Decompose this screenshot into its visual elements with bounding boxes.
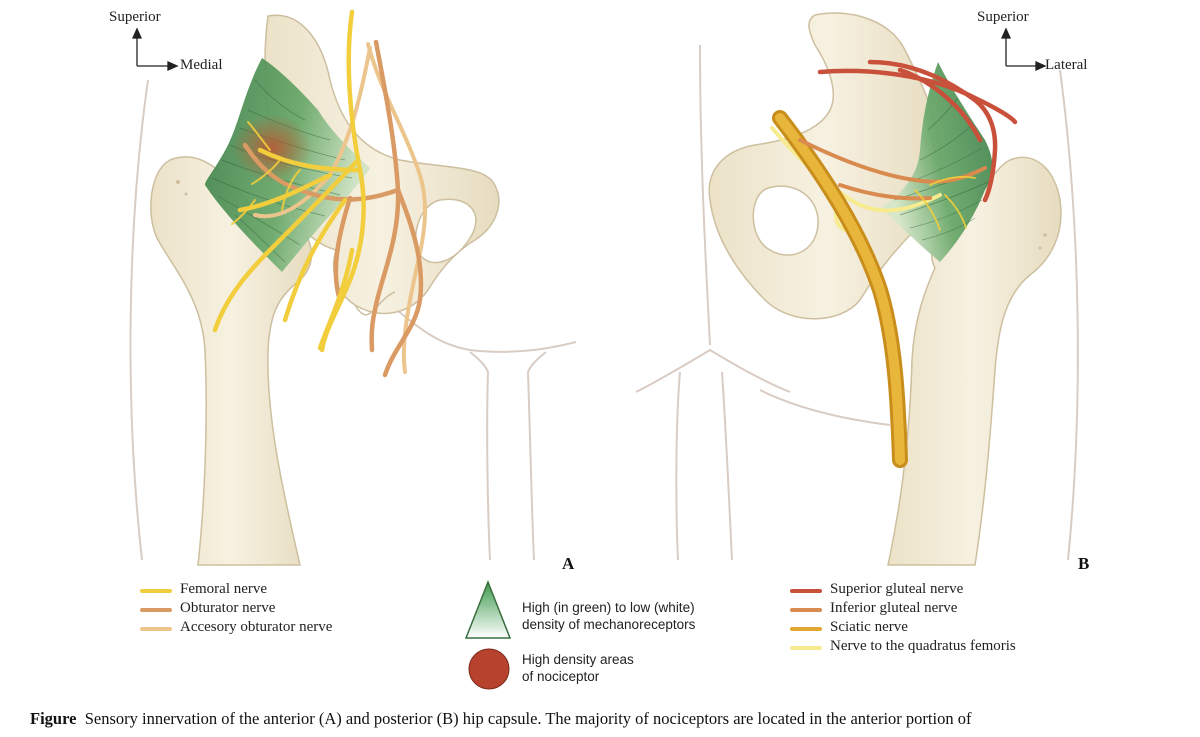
caption-text: Sensory innervation of the anterior (A) … — [84, 709, 972, 728]
femoral-nerve-swatch — [140, 589, 172, 593]
legend-panel-b: Superior gluteal nerve Inferior gluteal … — [790, 581, 1090, 657]
accessory-obturator-nerve-swatch — [140, 627, 172, 631]
superior-gluteal-nerve-swatch — [790, 589, 822, 593]
panel-b-letter: B — [1078, 554, 1090, 573]
orientation-arrows-b — [1000, 27, 1047, 72]
obturator-nerve-swatch — [140, 608, 172, 612]
nociceptor-legend-line1: High density areas — [522, 652, 634, 667]
sciatic-nerve-swatch — [790, 627, 822, 631]
legend-item-accessory-obturator-nerve: Accesory obturator nerve — [140, 619, 400, 638]
legend-label: Sciatic nerve — [830, 619, 908, 635]
density-legend-line1: High (in green) to low (white) — [522, 600, 695, 615]
nociceptor-circle — [468, 648, 510, 690]
legend-item-sciatic-nerve: Sciatic nerve — [790, 619, 1090, 638]
legend-item-superior-gluteal-nerve: Superior gluteal nerve — [790, 581, 1090, 600]
panel-b-superior-label: Superior — [977, 9, 1029, 25]
inferior-gluteal-nerve-swatch — [790, 608, 822, 612]
orientation-arrows-a — [131, 27, 179, 72]
legend-label: Accesory obturator nerve — [180, 619, 333, 635]
panel-b-illustration — [635, 12, 1079, 566]
legend-label: Inferior gluteal nerve — [830, 600, 958, 616]
legend-label: Nerve to the quadratus femoris — [830, 638, 1016, 654]
quadratus-femoris-nerve-swatch — [790, 646, 822, 650]
density-gradient-triangle — [464, 579, 512, 639]
panel-a-letter: A — [562, 554, 575, 573]
caption-label: Figure — [30, 709, 77, 728]
panel-a-medial-label: Medial — [180, 57, 223, 73]
panel-a-illustration — [129, 9, 577, 566]
figure-caption: Figure Sensory innervation of the anteri… — [30, 709, 971, 729]
legend-item-obturator-nerve: Obturator nerve — [140, 600, 400, 619]
legend-panel-a: Femoral nerve Obturator nerve Accesory o… — [140, 581, 400, 638]
legend-label: Superior gluteal nerve — [830, 581, 964, 597]
legend-label: Obturator nerve — [180, 600, 276, 616]
legend-item-femoral-nerve: Femoral nerve — [140, 581, 400, 600]
panel-b-lateral-label: Lateral — [1045, 57, 1088, 73]
panel-a-superior-label: Superior — [109, 9, 161, 25]
density-legend-line2: density of mechanoreceptors — [522, 617, 696, 632]
legend-label: Femoral nerve — [180, 581, 268, 597]
legend-item-inferior-gluteal-nerve: Inferior gluteal nerve — [790, 600, 1090, 619]
legend-item-nerve-to-quadratus-femoris: Nerve to the quadratus femoris — [790, 638, 1090, 657]
nociceptor-legend-line2: of nociceptor — [522, 669, 600, 684]
